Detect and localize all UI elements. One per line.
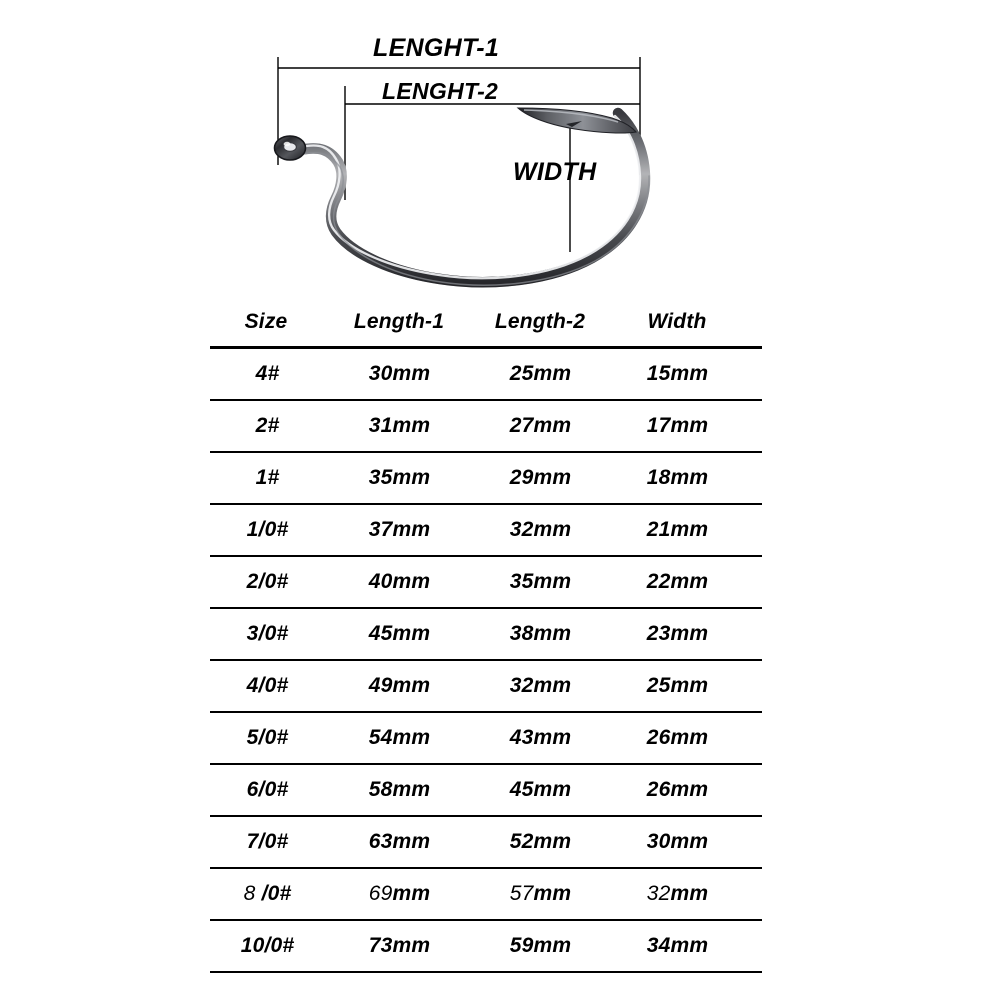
cell-length-1: 49mm [330, 660, 470, 713]
cell-length-1: 40mm [330, 556, 470, 609]
cell-length-1: 31mm [330, 400, 470, 453]
cell-size: 1# [210, 452, 330, 505]
cell-size: 5/0# [210, 712, 330, 765]
cell-size: 6/0# [210, 764, 330, 817]
cell-length-1: 30mm [330, 347, 470, 401]
column-header-size: Size [210, 310, 330, 349]
cell-length-2: 25mm [470, 347, 620, 401]
cell-width: 25mm [620, 660, 762, 713]
cell-length-2: 43mm [470, 712, 620, 765]
cell-length-2: 27mm [470, 400, 620, 453]
cell-length-2: 32mm [470, 660, 620, 713]
cell-width: 26mm [620, 712, 762, 765]
cell-length-2: 35mm [470, 556, 620, 609]
length-2-dimension-label: LENGHT-2 [382, 78, 499, 104]
column-header-length-1: Length-1 [330, 310, 470, 349]
cell-length-2: 45mm [470, 764, 620, 817]
cell-length-1: 73mm [330, 920, 470, 973]
cell-length-2: 52mm [470, 816, 620, 869]
hook-illustration [273, 107, 651, 288]
cell-length-1: 63mm [330, 816, 470, 869]
cell-width: 34mm [620, 920, 762, 973]
cell-length-1: 45mm [330, 608, 470, 661]
width-dimension-label: WIDTH [513, 158, 597, 186]
cell-width: 23mm [620, 608, 762, 661]
cell-size: 2# [210, 400, 330, 453]
cell-length-2: 29mm [470, 452, 620, 505]
table-header: Size Length-1 Length-2 Width [210, 310, 762, 349]
column-header-length-2: Length-2 [470, 310, 620, 349]
hook-point [516, 107, 638, 134]
cell-length-1: 58mm [330, 764, 470, 817]
cell-length-2: 32mm [470, 504, 620, 557]
cell-length-1: 35mm [330, 452, 470, 505]
cell-width: 26mm [620, 764, 762, 817]
table-header-row: Size Length-1 Length-2 Width [210, 310, 762, 349]
cell-size: 4/0# [210, 660, 330, 713]
cell-size: 8 /0# [210, 868, 330, 921]
cell-length-2: 57mm [470, 868, 620, 921]
cell-size: 1/0# [210, 504, 330, 557]
cell-size: 10/0# [210, 920, 330, 973]
cell-size: 7/0# [210, 816, 330, 869]
length-1-dimension-label: LENGHT-1 [373, 34, 500, 62]
cell-length-2: 59mm [470, 920, 620, 973]
cell-width: 15mm [620, 347, 762, 401]
cell-width: 22mm [620, 556, 762, 609]
cell-length-1: 69mm [330, 868, 470, 921]
cell-length-1: 54mm [330, 712, 470, 765]
cell-width: 21mm [620, 504, 762, 557]
cell-size: 4# [210, 347, 330, 401]
cell-size: 2/0# [210, 556, 330, 609]
cell-width: 18mm [620, 452, 762, 505]
dimension-lines [277, 57, 641, 252]
hook-dimension-diagram: LENGHT-1 LENGHT-2 WIDTH [0, 0, 1000, 300]
cell-length-2: 38mm [470, 608, 620, 661]
cell-size: 3/0# [210, 608, 330, 661]
cell-length-1: 37mm [330, 504, 470, 557]
cell-width: 17mm [620, 400, 762, 453]
cell-width: 32mm [620, 868, 762, 921]
column-header-width: Width [620, 310, 762, 349]
cell-width: 30mm [620, 816, 762, 869]
